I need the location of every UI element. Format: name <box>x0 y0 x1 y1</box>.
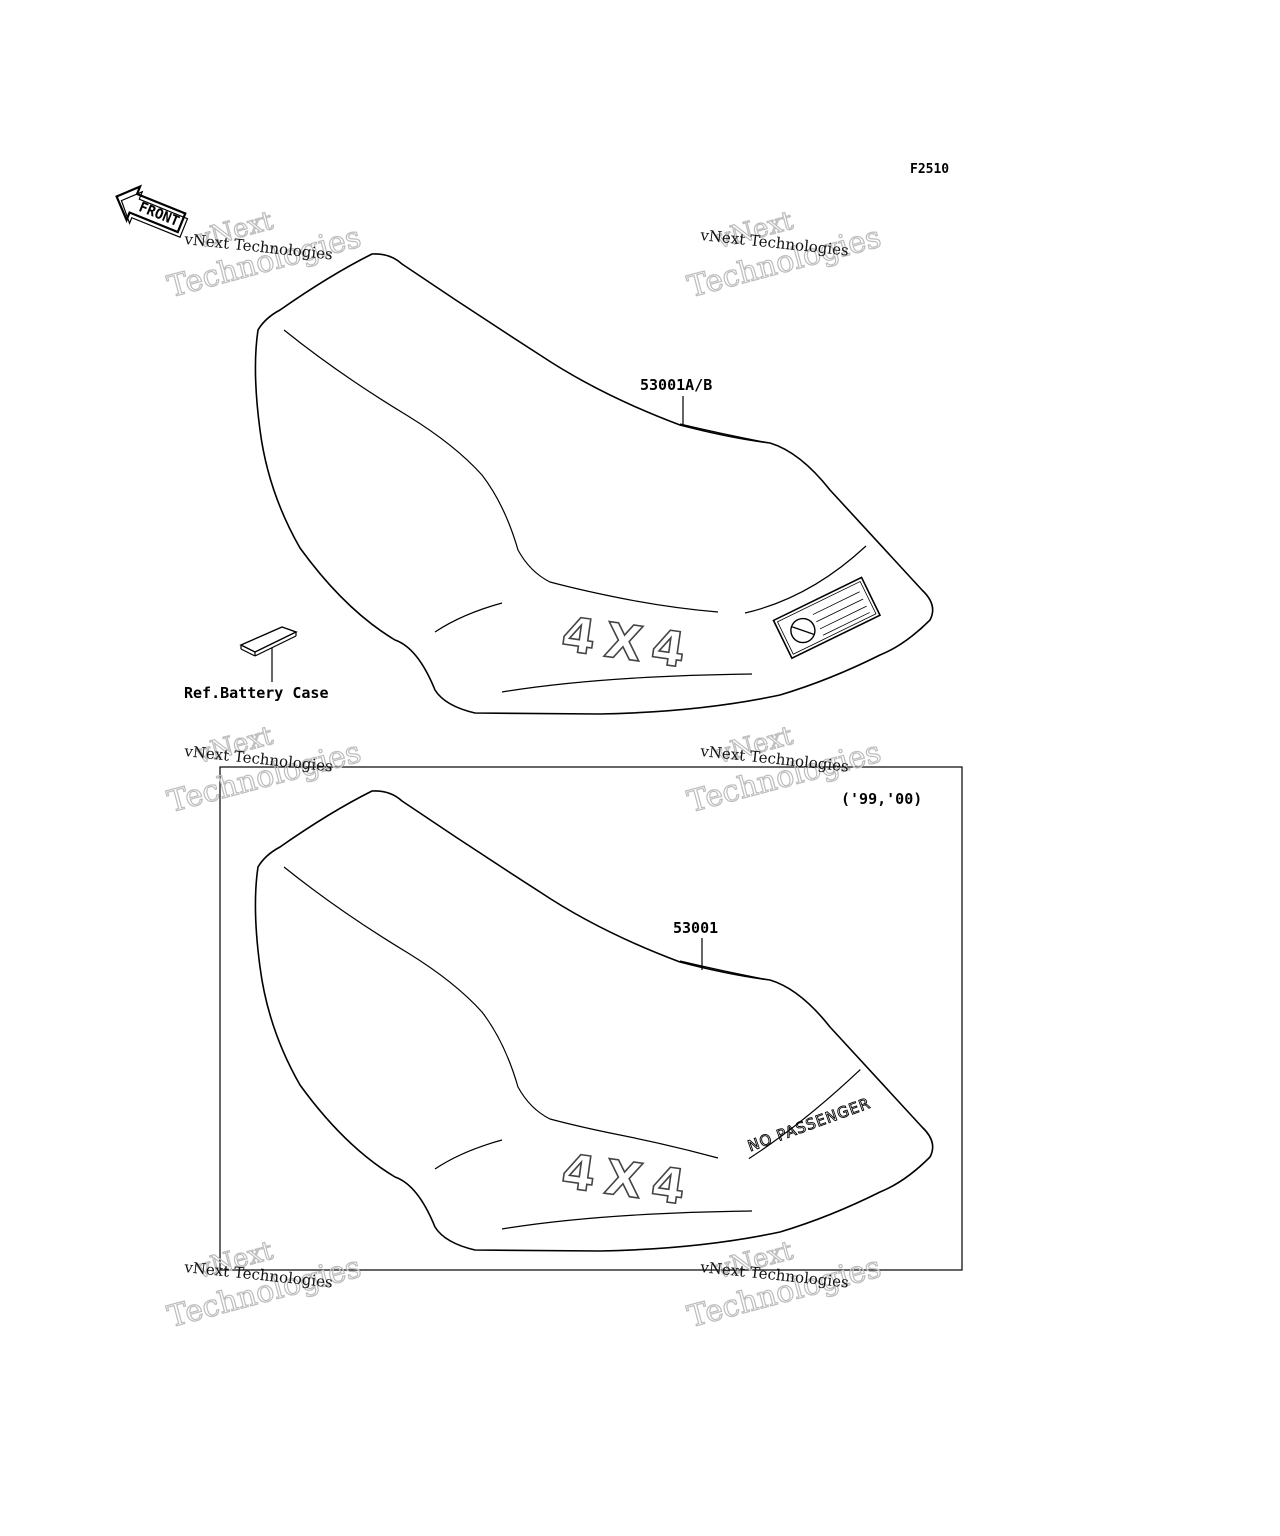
battery-case-icon <box>239 626 298 682</box>
seat-lower-drawing: 4X4 NO PASSENGER 53001 <box>254 790 934 1252</box>
variant-box <box>219 766 963 1271</box>
no-passenger-decal: NO PASSENGER <box>745 1069 874 1160</box>
part-label-53001: 53001 <box>673 919 718 937</box>
front-arrow-icon: FRONT <box>115 184 189 238</box>
seat-upper-outline <box>254 253 934 715</box>
decal-4x4-upper: 4X4 <box>558 606 698 680</box>
part-label-53001a-b: 53001A/B <box>640 376 712 394</box>
figure-code: F2510 <box>910 162 949 177</box>
no-passenger-text: NO PASSENGER <box>745 1094 873 1155</box>
watermark: vNext Technologies vNext Technologies vN… <box>163 205 885 1335</box>
seat-lower-outline <box>254 790 934 1252</box>
seat-upper-drawing: 4X4 53001A/B <box>254 253 934 715</box>
decal-4x4-lower: 4X4 <box>558 1143 698 1217</box>
warning-label-icon <box>772 576 882 660</box>
battery-case-label: Ref.Battery Case <box>184 684 329 702</box>
year-range-label: ('99,'00) <box>841 790 922 808</box>
